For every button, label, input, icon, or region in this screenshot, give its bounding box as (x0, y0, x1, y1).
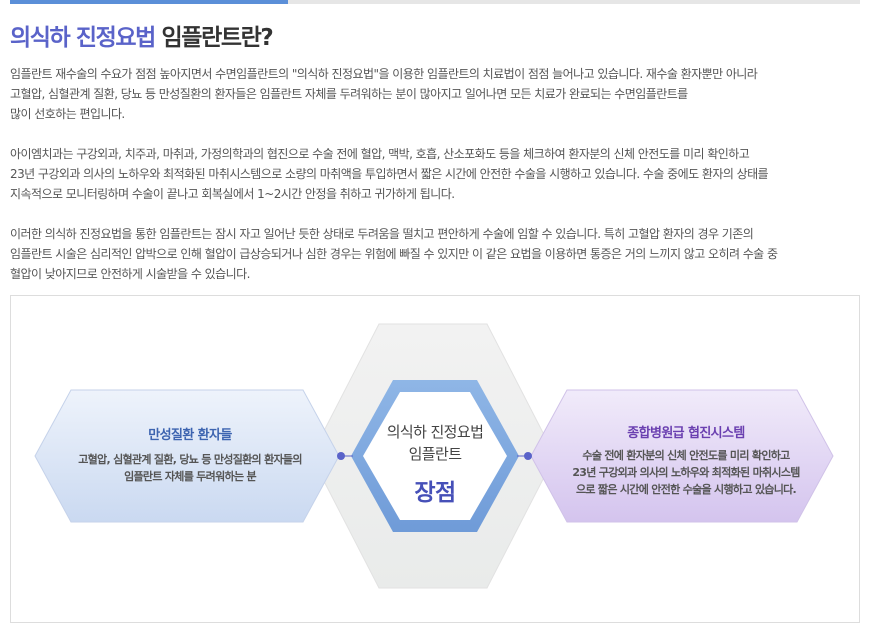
center-hexagon-line1: 의식하 진정요법 (386, 423, 484, 441)
description-line: 고혈압, 심혈관계 질환, 당뇨 등 만성질환의 환자들의 (78, 453, 302, 466)
paragraph-line: 임플란트 시술은 심리적인 압박으로 인해 혈압이 급상승되거나 심한 경우는 … (10, 247, 778, 261)
right-hexagon-description: 수술 전에 환자분의 신체 안전도를 미리 확인하고 23년 구강외과 의사의 … (536, 447, 836, 498)
description-line: 수술 전에 환자분의 신체 안전도를 미리 확인하고 (582, 449, 790, 462)
intro-paragraph-2: 아이엠치과는 구강외과, 치주과, 마취과, 가정의학과의 협진으로 수술 전에… (10, 144, 866, 204)
description-line: 23년 구강외과 의사의 노하우와 최적화된 마취시스템 (572, 466, 800, 479)
description-line: 으로 짧은 시간에 안전한 수술을 시행하고 있습니다. (575, 483, 797, 496)
paragraph-line: 아이엠치과는 구강외과, 치주과, 마취과, 가정의학과의 협진으로 수술 전에… (10, 147, 750, 161)
right-connector-dot (524, 452, 532, 460)
paragraph-line: 지속적으로 모니터링하며 수술이 끝나고 회복실에서 1~2시간 안정을 취하고… (10, 187, 455, 201)
paragraph-line: 많이 선호하는 편입니다. (10, 107, 125, 121)
paragraph-line: 이러한 의식하 진정요법을 통한 임플란트는 잠시 자고 일어난 듯한 상태로 … (10, 227, 754, 241)
paragraph-line: 혈압이 낮아지므로 안전하게 시술받을 수 있습니다. (10, 267, 250, 281)
right-hexagon (530, 389, 834, 523)
right-hexagon-content: 종합병원급 협진시스템 수술 전에 환자분의 신체 안전도를 미리 확인하고 2… (536, 422, 836, 498)
advantages-diagram: 만성질환 환자들 고혈압, 심혈관계 질환, 당뇨 등 만성질환의 환자들의 임… (10, 295, 860, 623)
paragraph-line: 23년 구강외과 의사의 노하우와 최적화된 마취시스템으로 소량의 마취액을 … (10, 167, 769, 181)
top-divider (10, 0, 860, 4)
intro-paragraph-1: 임플란트 재수술의 수요가 점점 높아지면서 수면임플란트의 "의식하 진정요법… (10, 64, 866, 124)
center-hexagon (363, 392, 507, 520)
center-hexagon-content: 의식하 진정요법 임플란트 장점 (355, 421, 515, 507)
page-title-highlight: 의식하 진정요법 (10, 25, 156, 51)
center-hexagon-emphasis: 장점 (414, 480, 456, 506)
intro-paragraph-3: 이러한 의식하 진정요법을 통한 임플란트는 잠시 자고 일어난 듯한 상태로 … (10, 224, 866, 284)
top-divider-accent (10, 0, 288, 4)
left-hexagon-content: 만성질환 환자들 고혈압, 심혈관계 질환, 당뇨 등 만성질환의 환자들의 임… (45, 424, 335, 485)
center-hexagon-line2: 임플란트 (408, 445, 462, 463)
left-hexagon-description: 고혈압, 심혈관계 질환, 당뇨 등 만성질환의 환자들의 임플란트 자체를 두… (45, 451, 335, 485)
page-title-rest: 임플란트란? (161, 25, 274, 51)
left-connector-dot (337, 452, 345, 460)
paragraph-line: 임플란트 재수술의 수요가 점점 높아지면서 수면임플란트의 "의식하 진정요법… (10, 67, 758, 81)
description-line: 임플란트 자체를 두려워하는 분 (124, 470, 257, 483)
right-hexagon-title: 종합병원급 협진시스템 (627, 426, 745, 441)
left-hexagon-title: 만성질환 환자들 (148, 428, 232, 443)
page-title: 의식하 진정요법 임플란트란? (10, 22, 274, 54)
paragraph-line: 고혈압, 심혈관계 질환, 당뇨 등 만성질환의 환자들은 임플란트 자체를 두… (10, 87, 688, 101)
diagram-graphics (34, 323, 834, 589)
